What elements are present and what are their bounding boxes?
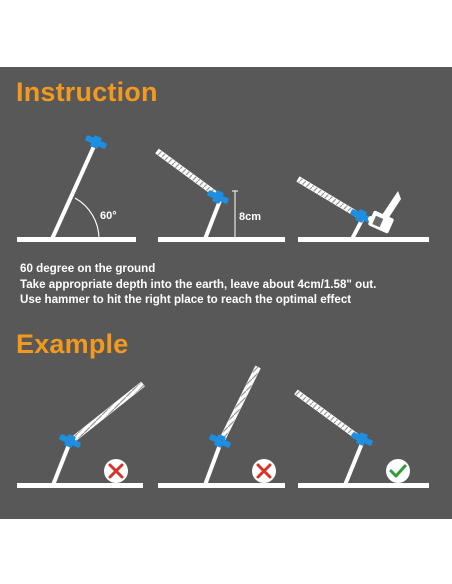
stake-thread-pattern xyxy=(68,382,145,444)
example-item-2 xyxy=(158,365,285,488)
stake-head-icon xyxy=(209,434,231,448)
stake-thread-pattern xyxy=(294,389,365,444)
stake-shaft xyxy=(50,143,97,240)
depth-label: 8cm xyxy=(239,211,261,223)
angle-label: 60° xyxy=(100,210,117,222)
ground-line xyxy=(298,237,429,242)
step-hammer-illustration xyxy=(296,176,429,242)
step-depth-illustration: 8cm xyxy=(155,148,285,242)
step-angle-illustration: 60° xyxy=(17,135,136,242)
stake-shaft xyxy=(343,440,365,486)
instruction-note: Use hammer to hit the right place to rea… xyxy=(20,293,352,306)
example-title: Example xyxy=(16,329,129,359)
stake-thread-pattern xyxy=(155,148,223,201)
cross-icon xyxy=(252,459,276,483)
stake-shaft xyxy=(51,441,72,486)
ground-line xyxy=(17,237,136,242)
stake-head-icon xyxy=(59,434,81,448)
instruction-panel: Instruction 60° xyxy=(0,67,452,519)
example-item-1 xyxy=(17,381,145,488)
instruction-note: 60 degree on the ground xyxy=(20,262,156,275)
instruction-note: Take appropriate depth into the earth, l… xyxy=(20,278,377,291)
instruction-title: Instruction xyxy=(16,77,158,107)
hammer-icon xyxy=(368,191,401,234)
stake-shaft xyxy=(203,197,223,240)
ground-line xyxy=(158,483,285,488)
stake-head-icon xyxy=(85,135,107,149)
angle-arc xyxy=(74,197,100,240)
illustrations: 60° 8cm xyxy=(17,135,429,488)
stake-shaft xyxy=(203,441,223,486)
stake-head-icon xyxy=(207,190,229,204)
check-icon xyxy=(386,459,410,483)
example-item-3 xyxy=(294,389,429,488)
stake-head-icon xyxy=(350,209,372,223)
ground-line xyxy=(298,483,429,488)
cross-icon xyxy=(104,459,128,483)
stake-head-icon xyxy=(351,432,373,446)
ground-line xyxy=(158,237,285,242)
stake-thread-pattern xyxy=(218,365,261,444)
ground-line xyxy=(17,483,143,488)
